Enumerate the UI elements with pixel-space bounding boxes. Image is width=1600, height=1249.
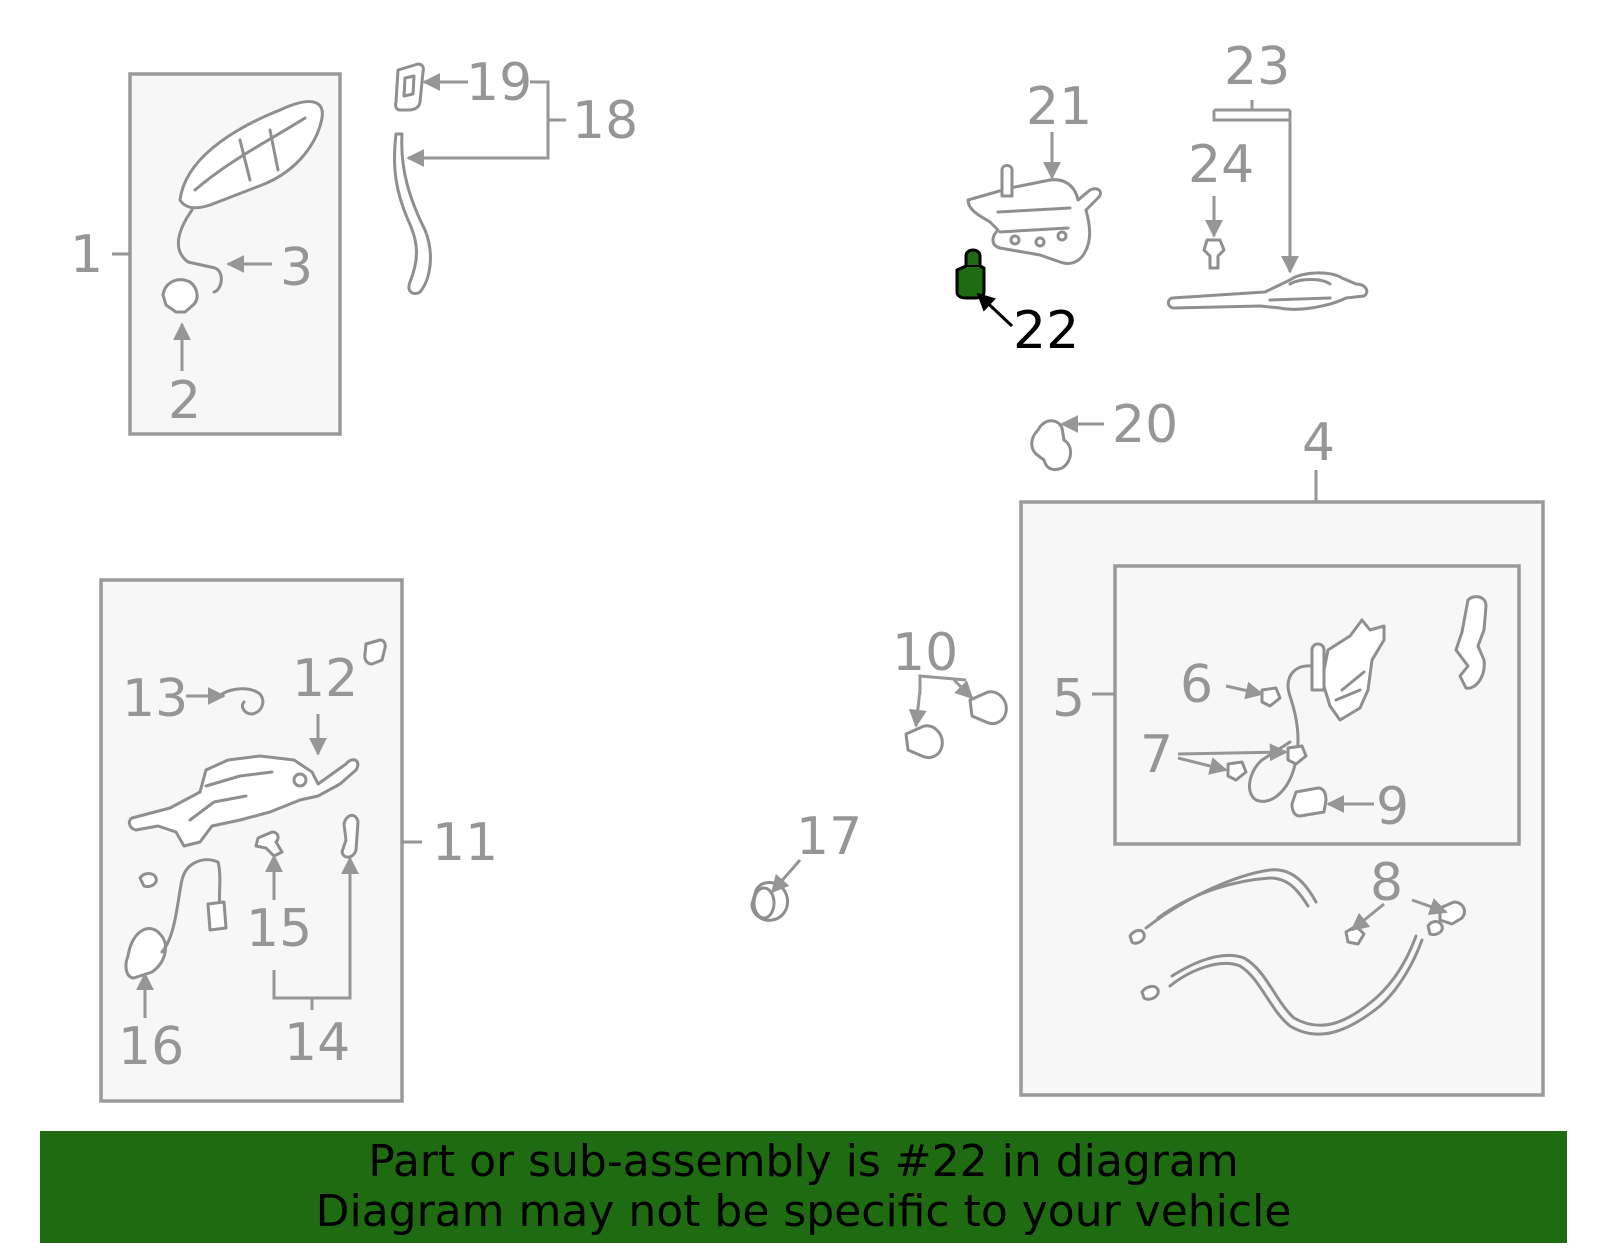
rod-part-23 bbox=[1166, 271, 1369, 311]
outside-handle-part bbox=[161, 100, 324, 314]
callout-11: 11 bbox=[432, 813, 498, 873]
pad-part-19 bbox=[394, 62, 425, 112]
info-banner: Part or sub-assembly is #22 in diagram D… bbox=[40, 1131, 1567, 1243]
callout-18: 18 bbox=[572, 91, 638, 151]
callout-10: 10 bbox=[892, 623, 958, 683]
callout-12: 12 bbox=[292, 649, 358, 709]
bracket-part-right bbox=[1454, 595, 1488, 690]
callout-2: 2 bbox=[168, 371, 201, 431]
rod-part-14 bbox=[340, 814, 360, 859]
callout-16: 16 bbox=[118, 1017, 184, 1077]
leader-17 bbox=[770, 859, 802, 894]
screw-part-6 bbox=[1260, 686, 1282, 708]
screws-part-7 bbox=[1226, 744, 1308, 782]
latch-part-5 bbox=[1247, 618, 1386, 803]
leader-10b bbox=[908, 689, 927, 728]
callout-6: 6 bbox=[1180, 655, 1213, 715]
leader-10a bbox=[952, 678, 974, 700]
rod-part-18 bbox=[393, 132, 432, 296]
callout-21: 21 bbox=[1026, 77, 1092, 137]
leader-10-split bbox=[918, 674, 967, 694]
callout-20: 20 bbox=[1112, 395, 1178, 455]
callout-3: 3 bbox=[280, 238, 313, 298]
latch-part-12 bbox=[127, 754, 360, 848]
grommet-part-17 bbox=[750, 881, 789, 922]
callout-4: 4 bbox=[1302, 413, 1335, 473]
pin-part-22 bbox=[955, 248, 986, 300]
callout-17: 17 bbox=[796, 807, 862, 867]
rod-part-16 bbox=[124, 858, 228, 980]
callout-7: 7 bbox=[1140, 725, 1173, 785]
connector-part-9 bbox=[1290, 786, 1328, 818]
callout-24: 24 bbox=[1188, 135, 1254, 195]
small-clip-12 bbox=[363, 638, 387, 666]
bumper-part-20 bbox=[1030, 419, 1072, 472]
latch-bracket-part-21 bbox=[966, 164, 1102, 266]
leader-7a bbox=[1177, 756, 1228, 775]
callout-15: 15 bbox=[246, 899, 312, 959]
callout-14: 14 bbox=[284, 1013, 350, 1073]
callout-13: 13 bbox=[122, 669, 188, 729]
callout-19: 19 bbox=[466, 53, 532, 113]
callout-8: 8 bbox=[1370, 853, 1403, 913]
callout-9: 9 bbox=[1376, 777, 1409, 837]
callout-22: 22 bbox=[1013, 301, 1079, 361]
leader-8b bbox=[1411, 898, 1448, 916]
clip-part-15 bbox=[254, 830, 284, 858]
clip-part-24 bbox=[1202, 238, 1226, 270]
clip-part-13 bbox=[220, 687, 265, 716]
banner-line-part-number: Part or sub-assembly is #22 in diagram bbox=[368, 1136, 1239, 1187]
clips-part-10 bbox=[904, 690, 1008, 760]
leader-6 bbox=[1225, 681, 1264, 700]
cables-part-8 bbox=[1128, 868, 1466, 1036]
leader-22 bbox=[976, 292, 1014, 328]
callout-5: 5 bbox=[1052, 669, 1085, 729]
banner-line-disclaimer: Diagram may not be specific to your vehi… bbox=[315, 1186, 1292, 1237]
callout-23: 23 bbox=[1224, 37, 1290, 97]
leader-8a bbox=[1350, 902, 1385, 932]
callout-1: 1 bbox=[70, 225, 103, 285]
leader-7b bbox=[1177, 743, 1288, 762]
